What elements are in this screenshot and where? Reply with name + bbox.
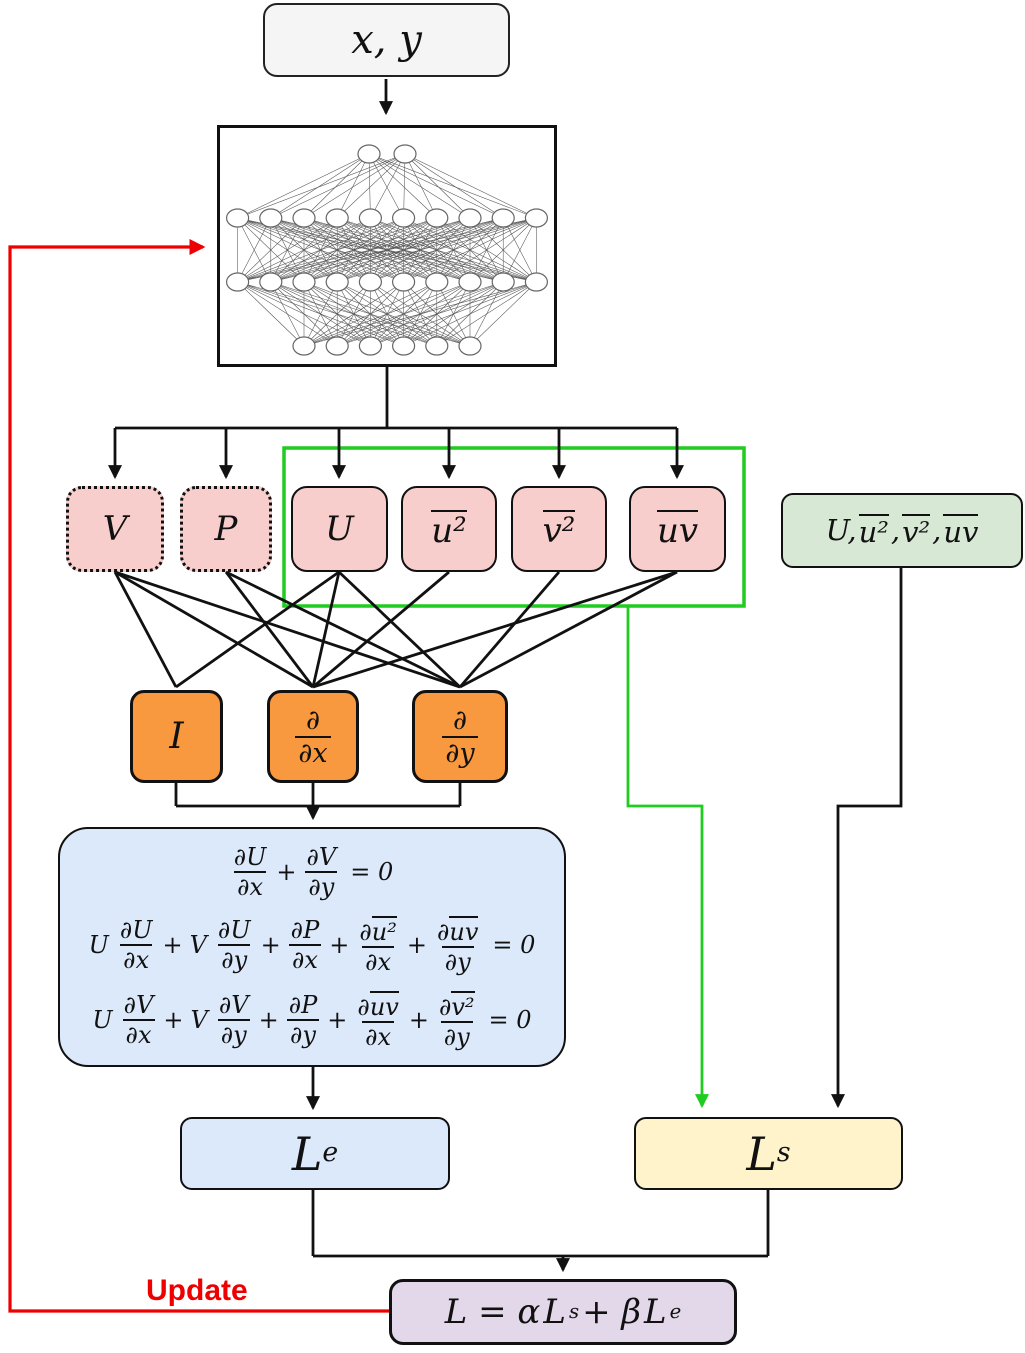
output-box-U: U (291, 486, 388, 572)
supervised-data-box: U, u² , v² , uv (781, 493, 1023, 568)
ddx-fraction: ∂ ∂x (295, 707, 331, 767)
le-label: L (291, 1126, 323, 1181)
output-label-v2: v² (542, 510, 576, 551)
output-label-U: U (325, 509, 354, 549)
equation-continuity: ∂U∂x + ∂V∂y = 0 (233, 843, 394, 902)
operator-box-identity: I (130, 690, 223, 783)
output-label-P: P (214, 509, 238, 549)
supervised-wire (626, 606, 709, 1109)
data-label-u2: u² (858, 514, 889, 549)
output-box-P: P (180, 486, 272, 572)
output-box-V: V (66, 486, 164, 572)
ls-label: L (746, 1126, 777, 1181)
ddy-fraction: ∂ ∂y (442, 707, 478, 767)
data-comma-2: , (932, 513, 942, 547)
update-label: Update (146, 1274, 248, 1307)
rans-equations-box: ∂U∂x + ∂V∂y = 0 U ∂U∂x + V ∂U∂y + ∂P∂x +… (58, 827, 566, 1067)
output-label-V: V (102, 509, 128, 549)
input-coordinates-label: x, y (351, 17, 422, 63)
data-label-v2: v² (902, 514, 931, 549)
data-label-U: U, (825, 513, 857, 547)
output-label-u2: u² (431, 510, 467, 551)
equation-momentum-x: U ∂U∂x + V ∂U∂y + ∂P∂x + ∂u²∂x + ∂uv∂y =… (88, 915, 536, 976)
equation-momentum-y: U ∂V∂x + V ∂V∂y + ∂P∂y + ∂uv∂x + ∂v²∂y =… (92, 990, 532, 1051)
data-label-uv: uv (943, 514, 979, 549)
input-coordinates-box: x, y (263, 3, 510, 77)
data-comma-1: , (890, 513, 901, 547)
output-label-uv: uv (656, 510, 699, 551)
operator-box-ddx: ∂ ∂x (267, 690, 359, 783)
operator-box-ddy: ∂ ∂y (412, 690, 508, 783)
output-box-u2: u² (401, 486, 497, 572)
output-box-v2: v² (511, 486, 607, 572)
neural-network-box (217, 125, 557, 367)
output-box-uv: uv (629, 486, 726, 572)
identity-label: I (169, 715, 184, 757)
